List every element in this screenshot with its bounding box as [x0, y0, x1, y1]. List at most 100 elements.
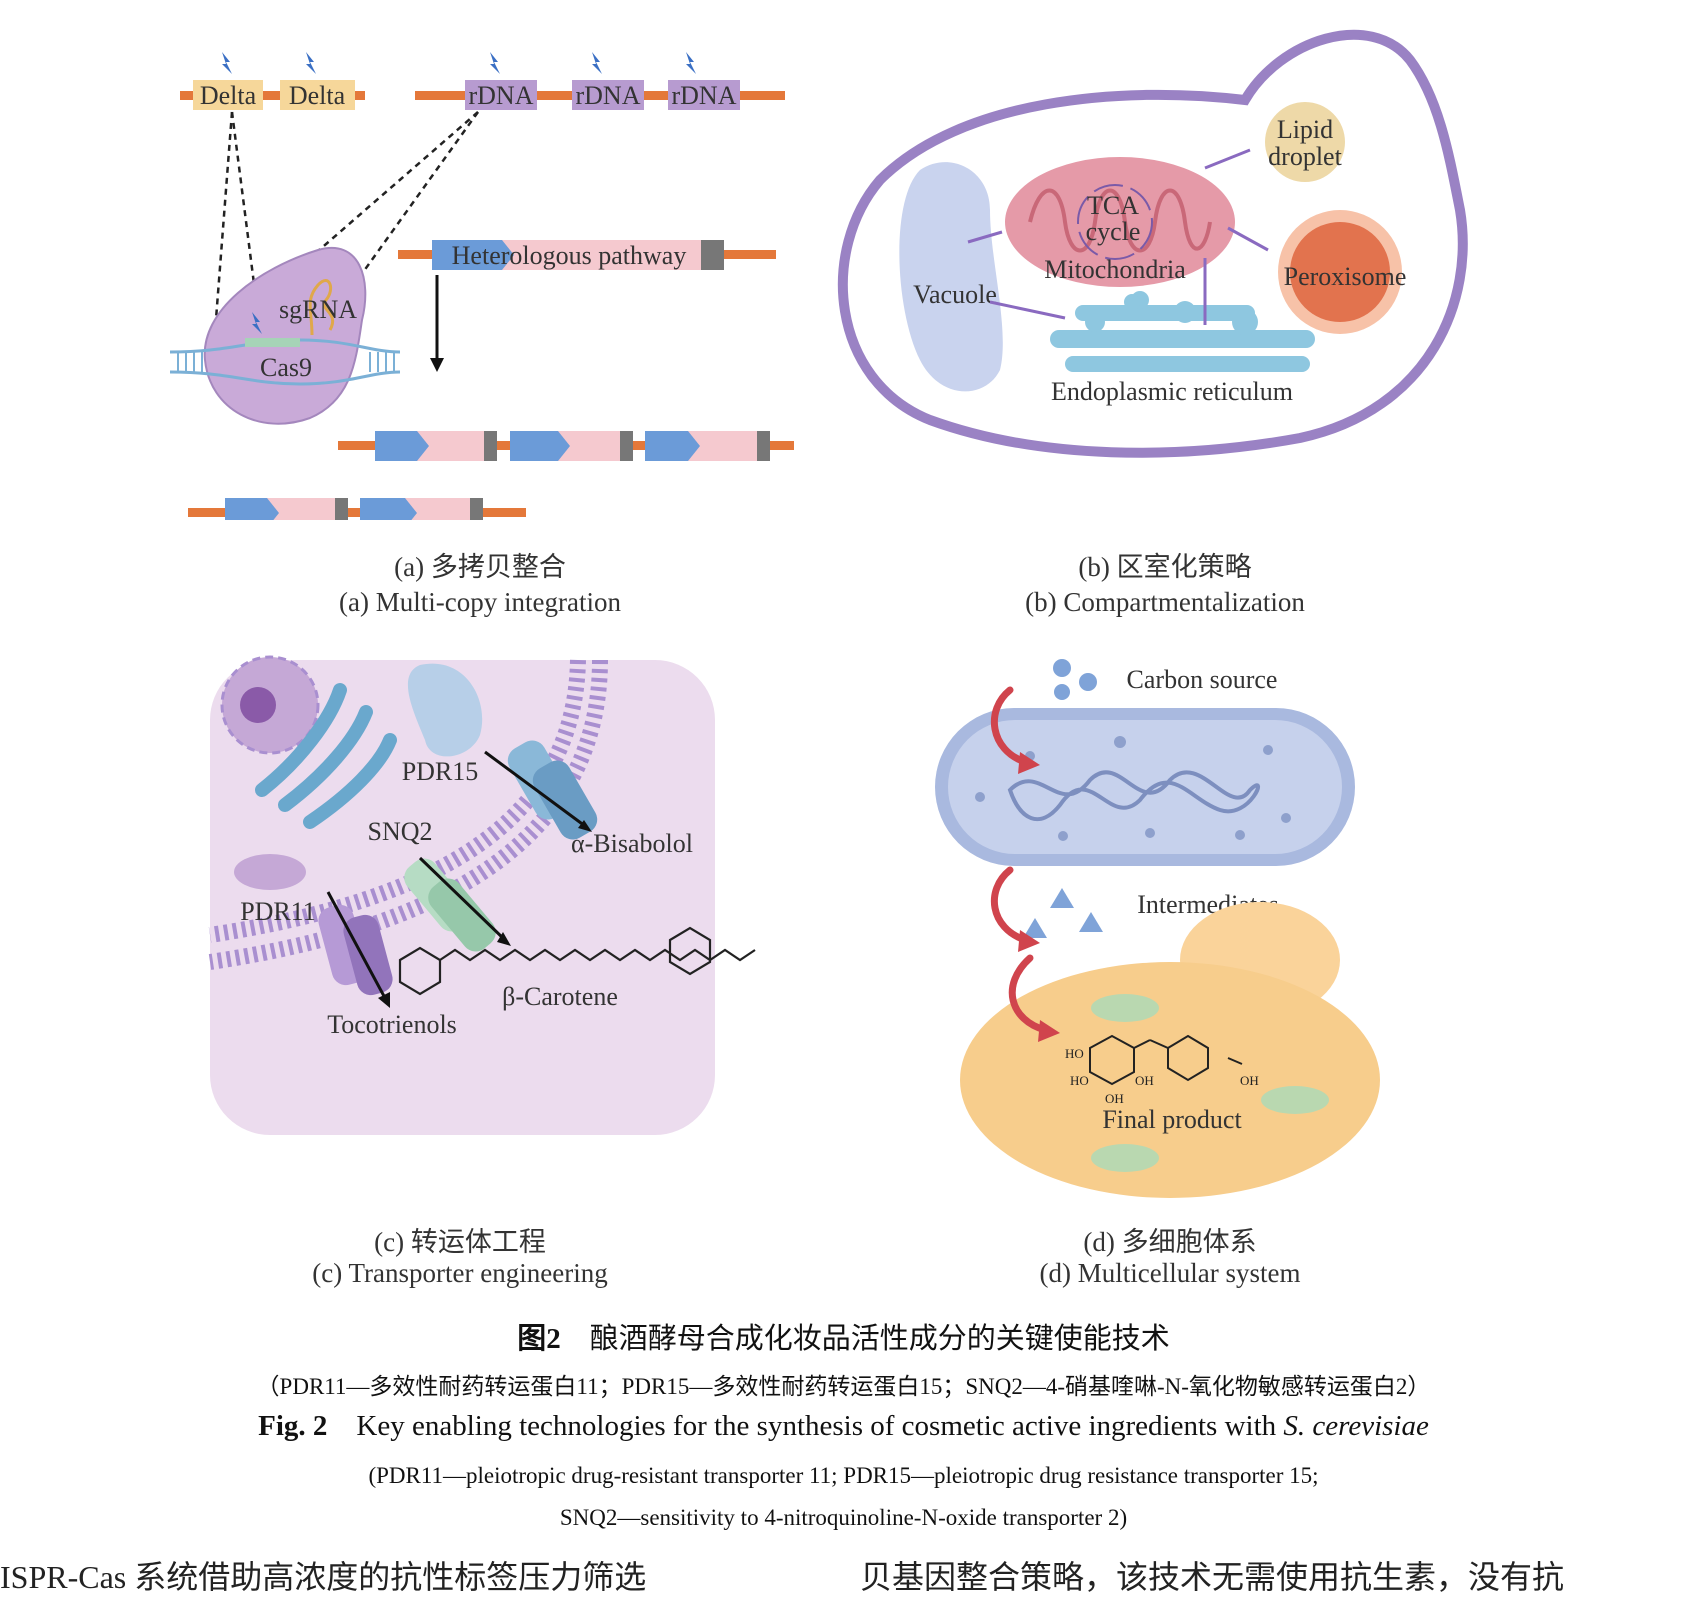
panel-b-caption-cn: (b) 区室化策略	[1078, 552, 1252, 582]
figure-note-en-2: SNQ2—sensitivity to 4-nitroquinoline-N-o…	[559, 1505, 1128, 1530]
cassette-3	[645, 431, 770, 461]
golgi-apparatus	[255, 683, 397, 829]
figure-title-en-text: Key enabling technologies for the synthe…	[356, 1410, 1284, 1442]
cycle-label: cycle	[1086, 217, 1141, 246]
yeast-cell-membrane	[837, 29, 1468, 458]
mitochondria	[1005, 157, 1235, 287]
bisabolol-label: α-Bisabolol	[571, 829, 693, 858]
pdr15-label: PDR15	[402, 757, 479, 786]
tca-cycle-circle	[1077, 184, 1153, 260]
figure-title-en: Fig. 2 Key enabling technologies for the…	[0, 1410, 1687, 1443]
rdna-site-1	[465, 80, 537, 110]
body-text-right: 贝基因整合策略，该技术无需使用抗生素，没有抗	[860, 1559, 1565, 1595]
nucleolus	[240, 687, 276, 723]
vesicle	[407, 663, 483, 757]
ho-label-2: HO	[1070, 1073, 1089, 1088]
exchange-arrows	[967, 148, 1269, 325]
vacuole-label: Vacuole	[913, 280, 997, 309]
snq2-transporter	[404, 858, 496, 952]
final-product-structure	[1089, 1034, 1243, 1086]
mitochondrion-icon	[1261, 1086, 1329, 1114]
lightning-icon	[222, 52, 232, 74]
delta-label-2: Delta	[289, 81, 346, 110]
lightning-icon	[306, 52, 316, 74]
arrowhead	[578, 820, 592, 832]
bacterial-cell-inner	[948, 720, 1342, 854]
cassette-4	[225, 498, 348, 520]
delta-site-2	[280, 80, 355, 110]
panel-b-caption-en: (b) Compartmentalization	[1025, 587, 1305, 617]
lipid-label: Lipid	[1277, 115, 1333, 144]
arrowhead	[1038, 1020, 1060, 1042]
arrowhead	[1018, 752, 1040, 774]
mitochondrion-icon	[1091, 994, 1159, 1022]
lightning-icon	[252, 312, 262, 334]
arrowhead	[1018, 930, 1040, 952]
cas9-label: Cas9	[260, 353, 312, 382]
rdna-label-2: rDNA	[576, 81, 641, 110]
figure-note-cn: （PDR11—多效性耐药转运蛋白11；PDR15—多效性耐药转运蛋白15；SNQ…	[256, 1374, 1431, 1399]
carbon-source-label: Carbon source	[1127, 665, 1278, 694]
pathway-label: Heterologous pathway	[452, 241, 687, 270]
panel-d-caption-en: (d) Multicellular system	[1039, 1258, 1301, 1288]
cas9-protein-blob	[203, 247, 367, 425]
endoplasmic-reticulum	[1050, 291, 1315, 372]
carotene-label: β-Carotene	[502, 982, 618, 1011]
tocotrienols-label: Tocotrienols	[327, 1010, 457, 1039]
down-arrowhead	[430, 358, 444, 372]
er-label: Endoplasmic reticulum	[1051, 377, 1293, 406]
mitochondrion-icon	[1091, 1144, 1159, 1172]
panel-a-caption-cn: (a) 多拷贝整合	[394, 552, 566, 582]
lightning-icon	[686, 52, 696, 74]
panel-c-transporter-engineering: PDR15 SNQ2 PDR11 α-Bisabolol β-Carotene …	[208, 655, 756, 1135]
panel-d-caption-cn: (d) 多细胞体系	[1083, 1227, 1257, 1257]
integrated-line-2	[188, 508, 526, 517]
pdr15-transporter	[507, 740, 598, 840]
flow-arrows	[991, 686, 1049, 1034]
figure-number-cn: 图2	[517, 1323, 561, 1355]
sgrna-label: sgRNA	[279, 295, 357, 324]
lipid-droplet	[1265, 102, 1345, 182]
delta-chromosome-line	[180, 91, 365, 100]
carbon-dot	[1053, 659, 1071, 677]
terminator-block	[701, 240, 724, 270]
delta-site-1	[193, 80, 263, 110]
rdna-site-3	[668, 80, 740, 110]
droplet-label: droplet	[1268, 142, 1342, 171]
species-name: S. cerevisiae	[1283, 1410, 1429, 1442]
vacuole	[899, 162, 1003, 392]
figure-title-cn: 图2 酿酒酵母合成化妆品活性成分的关键使能技术	[0, 1315, 1687, 1357]
plasma-membrane-inner	[208, 659, 608, 970]
panel-b-compartmentalization: TCA cycle Mitochondria Lipid droplet Per…	[837, 29, 1468, 458]
export-arrows	[326, 750, 586, 999]
pdr11-label: PDR11	[240, 897, 316, 926]
panel-c-caption-cn: (c) 转运体工程	[374, 1227, 546, 1257]
oh-label-3: OH	[1240, 1073, 1259, 1088]
oh-label-2: OH	[1135, 1073, 1154, 1088]
mitochondria-cristae	[1028, 188, 1212, 253]
delta-label-1: Delta	[200, 81, 257, 110]
arrowhead	[497, 932, 511, 946]
cassette-2	[510, 431, 633, 461]
panel-d-multicellular-system: Carbon source Intermediates HO HO OH OH …	[935, 659, 1380, 1198]
intermediate-triangle	[1079, 912, 1103, 932]
plasma-membrane-outer	[208, 659, 586, 943]
rdna-label-1: rDNA	[469, 81, 534, 110]
sgrna-loop	[308, 278, 334, 336]
figure-note-en-1: (PDR11—pleiotropic drug-resistant transp…	[368, 1463, 1319, 1488]
peroxisome-inner	[1290, 222, 1390, 322]
carbon-dot	[1054, 684, 1070, 700]
nucleoid-dna	[1007, 770, 1261, 822]
yeast-mother-cell	[960, 962, 1380, 1198]
dna-rungs	[177, 352, 395, 372]
cassette-5	[360, 498, 483, 520]
carbon-dot	[1079, 673, 1097, 691]
cytoplasm-dots	[975, 736, 1291, 841]
final-product-label: Final product	[1102, 1105, 1242, 1134]
beta-carotene-structure	[398, 926, 756, 996]
tca-label: TCA	[1087, 191, 1139, 220]
panel-a-multi-copy-integration: Delta Delta rDNA rDNA rDNA sgRNA Cas9 He…	[169, 52, 794, 520]
body-text-left: ISPR-Cas 系统借助高浓度的抗性标签压力筛选	[0, 1559, 647, 1595]
lightning-icon	[592, 52, 602, 74]
peroxisome-label: Peroxisome	[1284, 262, 1407, 291]
